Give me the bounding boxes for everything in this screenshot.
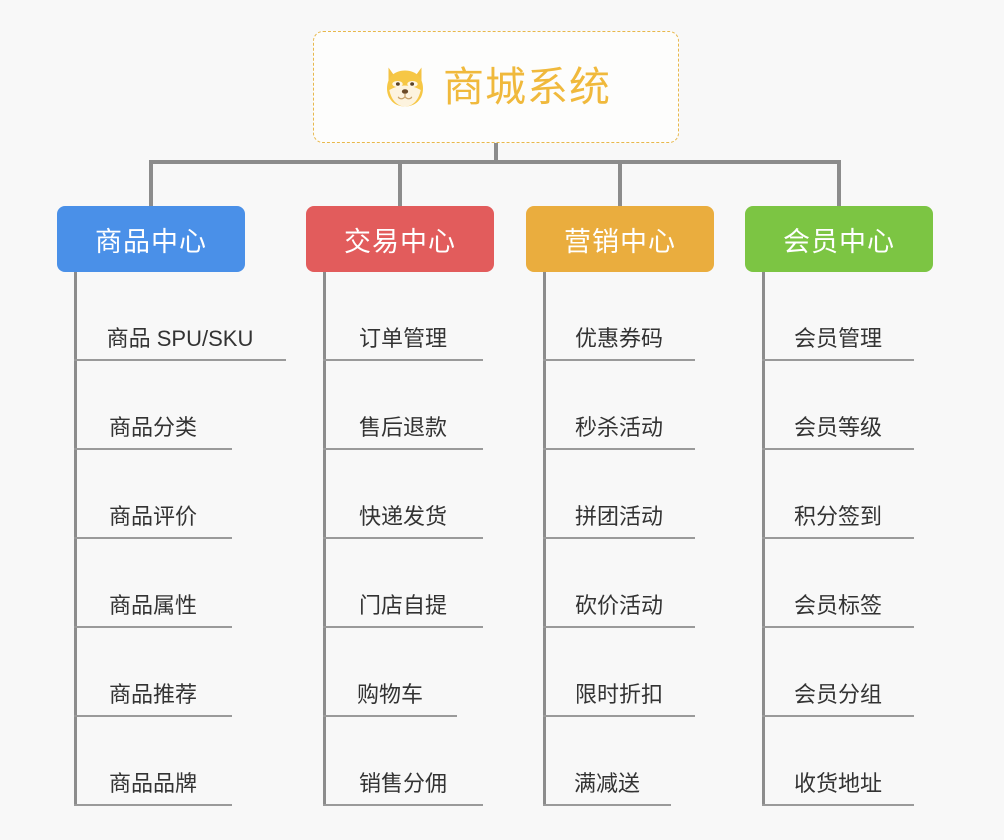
leaf-label: 满减送 [573,770,640,796]
leaf-item[interactable]: 商品分类 [74,361,232,450]
leaf-item[interactable]: 会员分组 [762,628,914,717]
leaf-label: 会员等级 [793,414,882,440]
leaf-label: 快递发货 [358,503,447,529]
connector-horizontal-bus [149,160,841,164]
category-label: 营销中心 [564,226,676,257]
leaf-item[interactable]: 满减送 [543,717,671,806]
leaf-label: 商品品牌 [108,770,197,796]
leaf-label: 商品属性 [108,592,197,618]
category-box-trade-center[interactable]: 交易中心 [306,206,494,272]
leaf-item[interactable]: 收货地址 [762,717,914,806]
leaf-spine [74,272,77,806]
leaf-spine [323,272,326,806]
leaf-label: 商品分类 [108,414,197,440]
category-box-marketing-center[interactable]: 营销中心 [526,206,714,272]
connector-drop-3 [618,160,622,206]
leaf-item[interactable]: 积分签到 [762,450,914,539]
leaf-item[interactable]: 会员等级 [762,361,914,450]
leaf-item[interactable]: 商品推荐 [74,628,232,717]
leaf-label: 售后退款 [358,414,447,440]
leaf-item[interactable]: 商品 SPU/SKU [74,272,286,361]
leaf-item[interactable]: 购物车 [323,628,457,717]
connector-drop-1 [149,160,153,206]
leaf-label: 商品评价 [108,503,197,529]
connector-drop-4 [837,160,841,206]
leaf-label: 购物车 [356,681,423,707]
leaf-item[interactable]: 会员管理 [762,272,914,361]
root-node-mall-system[interactable]: 商城系统 [313,31,679,143]
leaf-spine [762,272,765,806]
leaf-item[interactable]: 售后退款 [323,361,483,450]
leaf-label: 限时折扣 [574,681,663,707]
leaf-item[interactable]: 优惠券码 [543,272,695,361]
leaf-item[interactable]: 订单管理 [323,272,483,361]
leaf-item[interactable]: 拼团活动 [543,450,695,539]
leaf-label: 砍价活动 [574,592,663,618]
leaf-label: 销售分佣 [358,770,447,796]
leaf-spine [543,272,546,806]
leaf-label: 门店自提 [358,592,447,618]
leaf-item[interactable]: 销售分佣 [323,717,483,806]
leaf-label: 会员管理 [793,325,882,351]
leaf-label: 拼团活动 [574,503,663,529]
leaf-label: 积分签到 [793,503,882,529]
category-box-product-center[interactable]: 商品中心 [57,206,245,272]
root-node-title: 商城系统 [443,63,611,110]
leaf-item[interactable]: 会员标签 [762,539,914,628]
category-label: 会员中心 [783,226,895,257]
leaf-item[interactable]: 商品属性 [74,539,232,628]
leaf-item[interactable]: 商品评价 [74,450,232,539]
leaf-label: 优惠券码 [574,325,663,351]
leaf-item[interactable]: 砍价活动 [543,539,695,628]
category-label: 商品中心 [95,226,207,257]
leaf-item[interactable]: 门店自提 [323,539,483,628]
leaf-item[interactable]: 快递发货 [323,450,483,539]
category-label: 交易中心 [344,226,456,257]
shiba-dog-face-icon [387,67,423,107]
category-box-member-center[interactable]: 会员中心 [745,206,933,272]
leaf-item[interactable]: 限时折扣 [543,628,695,717]
connector-drop-2 [398,160,402,206]
leaf-item[interactable]: 商品品牌 [74,717,232,806]
leaf-label: 秒杀活动 [574,414,663,440]
leaf-label: 会员标签 [793,592,882,618]
leaf-item[interactable]: 秒杀活动 [543,361,695,450]
connector-root-stem [494,143,498,164]
leaf-label: 订单管理 [358,325,447,351]
leaf-label: 商品 SPU/SKU [106,325,254,351]
leaf-label: 会员分组 [793,681,882,707]
leaf-label: 商品推荐 [108,681,197,707]
leaf-label: 收货地址 [793,770,882,796]
